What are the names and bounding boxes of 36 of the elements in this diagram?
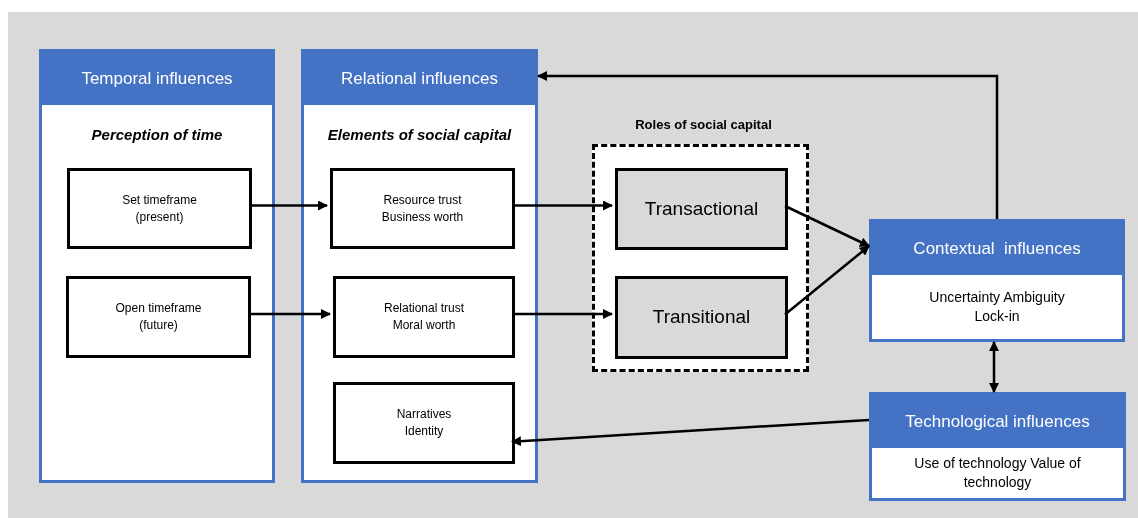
section-heading: Elements of social capital [326, 125, 513, 145]
influence-panel [301, 49, 538, 483]
panel-header: Temporal influences [42, 52, 272, 105]
panel-header: Relational influences [304, 52, 535, 105]
process-box [66, 276, 251, 358]
group-heading: Roles of social capital [634, 116, 773, 134]
arrow [989, 341, 999, 393]
influence-panel [39, 49, 275, 483]
arrow [512, 200, 613, 211]
influence-card [869, 392, 1126, 501]
arrow [537, 71, 999, 219]
box-label: Narratives Identity [395, 406, 453, 440]
box-label: Relational trust Moral worth [382, 300, 465, 334]
card-header: Contextual influences [872, 222, 1122, 275]
role-box [615, 168, 788, 250]
process-box [67, 168, 252, 249]
process-box [333, 382, 515, 464]
box-label: Set timeframe (present) [121, 191, 198, 226]
role-label: Transactional [644, 196, 759, 221]
arrow [511, 418, 870, 447]
influence-card [869, 219, 1125, 342]
role-label: Transitional [652, 305, 751, 330]
arrow [248, 309, 331, 319]
box-label: Resource trust Business worth [380, 191, 465, 226]
arrow [784, 204, 870, 248]
factor-list: Use of technology Value of technology [912, 454, 1083, 492]
arrow [512, 309, 613, 319]
arrow [249, 200, 328, 211]
card-header: Technological influences [872, 395, 1123, 448]
role-box [615, 276, 788, 359]
arrow [784, 245, 870, 316]
process-box [333, 276, 515, 358]
factor-list: Uncertainty Ambiguity Lock-in [912, 288, 1082, 326]
section-heading: Perception of time [90, 125, 224, 145]
process-box [330, 168, 515, 249]
box-label: Open timeframe (future) [114, 300, 203, 334]
